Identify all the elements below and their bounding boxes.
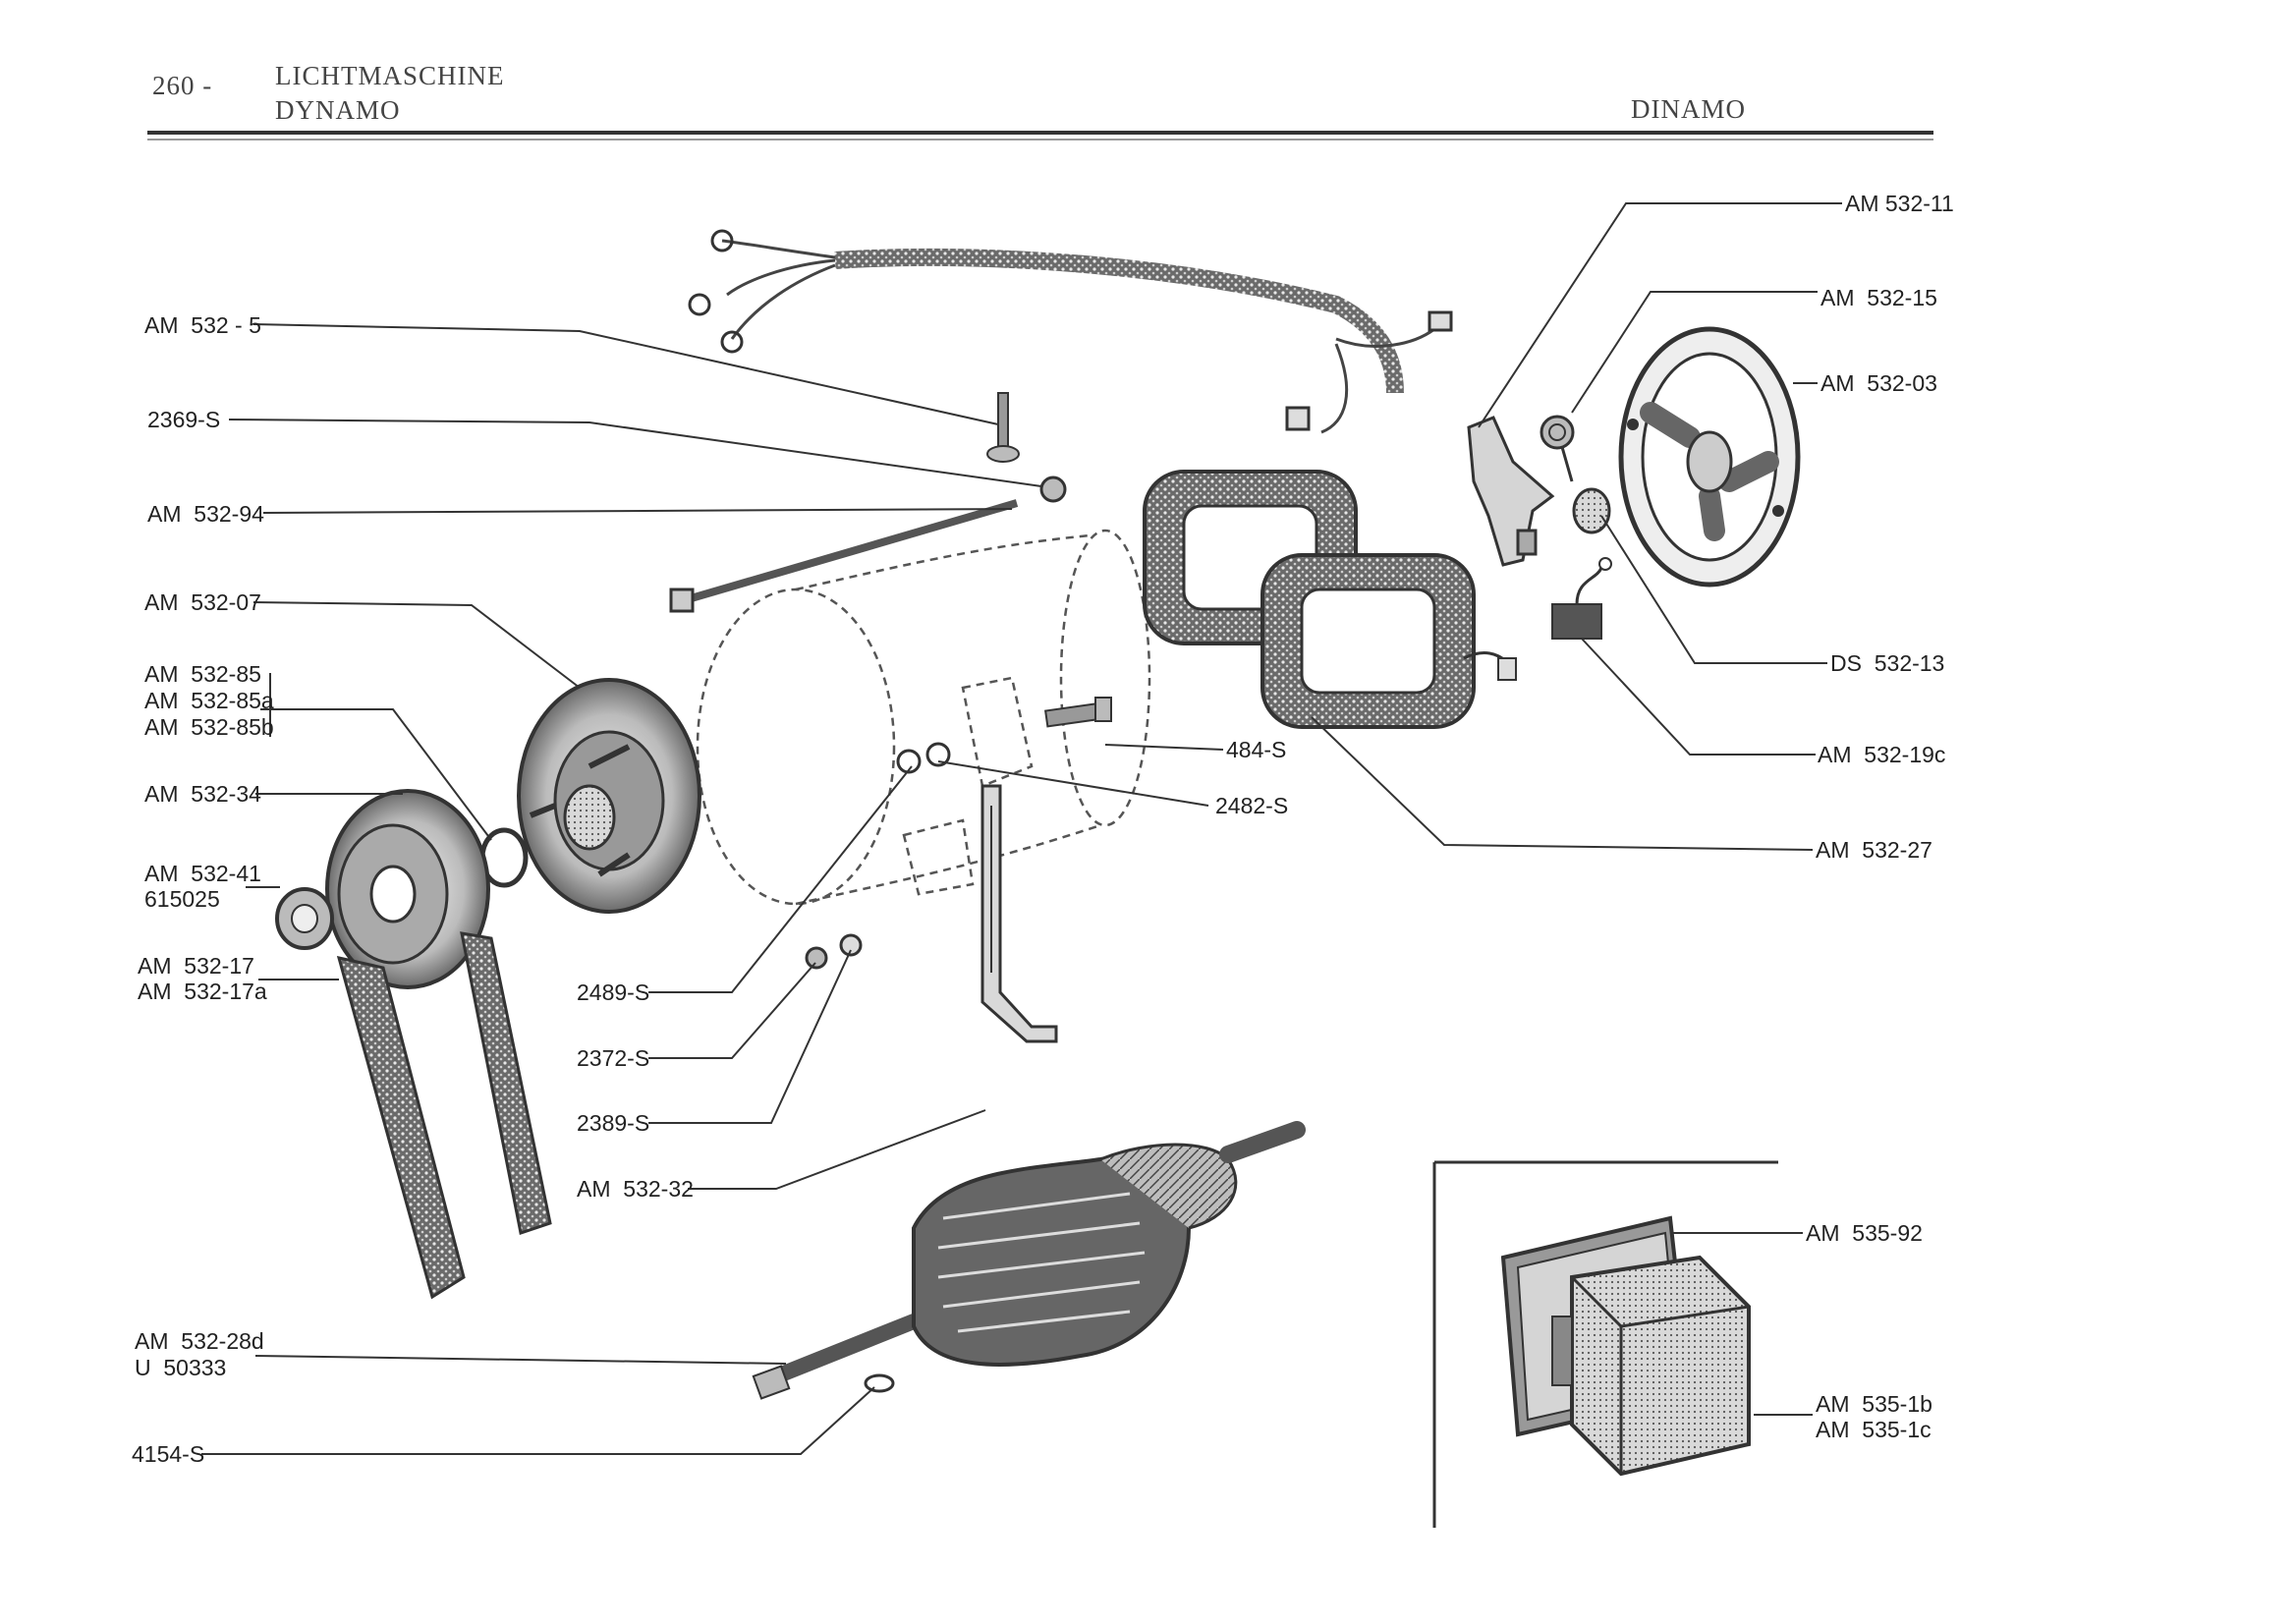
nut-am-532-41 (275, 887, 334, 950)
label-am-532-5: AM 532 - 5 (144, 312, 261, 338)
label-am-532-85a: AM 532-85a (144, 688, 274, 713)
label-ds-532-13: DS 532-13 (1830, 650, 1945, 676)
label-2489-s: 2489-S (577, 980, 650, 1005)
voltage-regulator-am-535 (1500, 1215, 1751, 1477)
inset-frame (1432, 1160, 1778, 1528)
dynamo-yoke (696, 529, 1151, 906)
wiring-harness (688, 229, 1453, 434)
label-am-535-1b: AM 535-1b (1816, 1391, 1932, 1417)
label-am-532-28d: AM 532-28d (135, 1328, 264, 1354)
label-u-50333: U 50333 (135, 1355, 227, 1380)
bearing-ds-532-13 (1572, 487, 1611, 534)
bolt-am-532-5 (986, 392, 1020, 463)
label-2482-s: 2482-S (1215, 793, 1289, 818)
label-am-532-34: AM 532-34 (144, 781, 261, 807)
label-am-532-85: AM 532-85 (144, 661, 261, 687)
label-484-s: 484-S (1226, 737, 1287, 762)
label-am-532-41: AM 532-41 (144, 861, 261, 886)
washer-2482-s-a (896, 749, 922, 774)
label-am-532-17: AM 532-17 (138, 953, 254, 979)
label-am-532-17a: AM 532-17a (138, 979, 267, 1004)
washer-2482-s-b (925, 742, 951, 767)
title-french: DYNAMO (275, 95, 401, 125)
title-german: LICHTMASCHINE (275, 61, 505, 90)
field-coil-am-532-27 (1143, 470, 1517, 729)
belt-am-532-17 (336, 931, 552, 1300)
label-am-532-85b: AM 532-85b (144, 714, 274, 740)
label-am-532-11: AM 532-11 (1845, 191, 1954, 216)
end-plate-am-532-07 (517, 678, 701, 914)
adjusting-strap-am-532-32 (980, 784, 1058, 1043)
label-am-532-03: AM 532-03 (1820, 370, 1937, 396)
label-2372-s: 2372-S (577, 1045, 650, 1071)
armature-am-532-28d (752, 1121, 1306, 1400)
label-am-532-15: AM 532-15 (1820, 285, 1937, 310)
pulley-am-532-34 (325, 789, 490, 989)
label-615025: 615025 (144, 886, 220, 912)
key-4154-s (864, 1373, 895, 1393)
nut-2369-s (1039, 476, 1067, 503)
washer-2389-s (839, 933, 863, 957)
brush-holder-am-532-11 (1467, 416, 1555, 567)
end-bracket-am-532-03 (1618, 326, 1801, 588)
label-4154-s: 4154-S (132, 1441, 205, 1467)
bolt-484-s (1044, 697, 1112, 728)
label-am-532-19c: AM 532-19c (1818, 742, 1946, 767)
leader-lines (201, 202, 1842, 1455)
brush-am-532-19c (1551, 557, 1612, 640)
label-am-535-1c: AM 535-1c (1816, 1417, 1932, 1442)
label-2389-s: 2389-S (577, 1110, 650, 1136)
label-am-532-07: AM 532-07 (144, 589, 261, 615)
label-am-532-32: AM 532-32 (577, 1176, 694, 1202)
label-am-535-92: AM 535-92 (1806, 1220, 1923, 1246)
label-2369-s: 2369-S (147, 407, 221, 432)
spring-am-532-15 (1540, 415, 1575, 482)
page-number: 260 - (152, 71, 213, 100)
label-am-532-94: AM 532-94 (147, 501, 264, 527)
through-bolt-am-532-94 (669, 499, 1019, 613)
nut-2372-s (805, 946, 828, 970)
title-italian: DINAMO (1631, 94, 1746, 124)
label-am-532-27: AM 532-27 (1816, 837, 1932, 863)
